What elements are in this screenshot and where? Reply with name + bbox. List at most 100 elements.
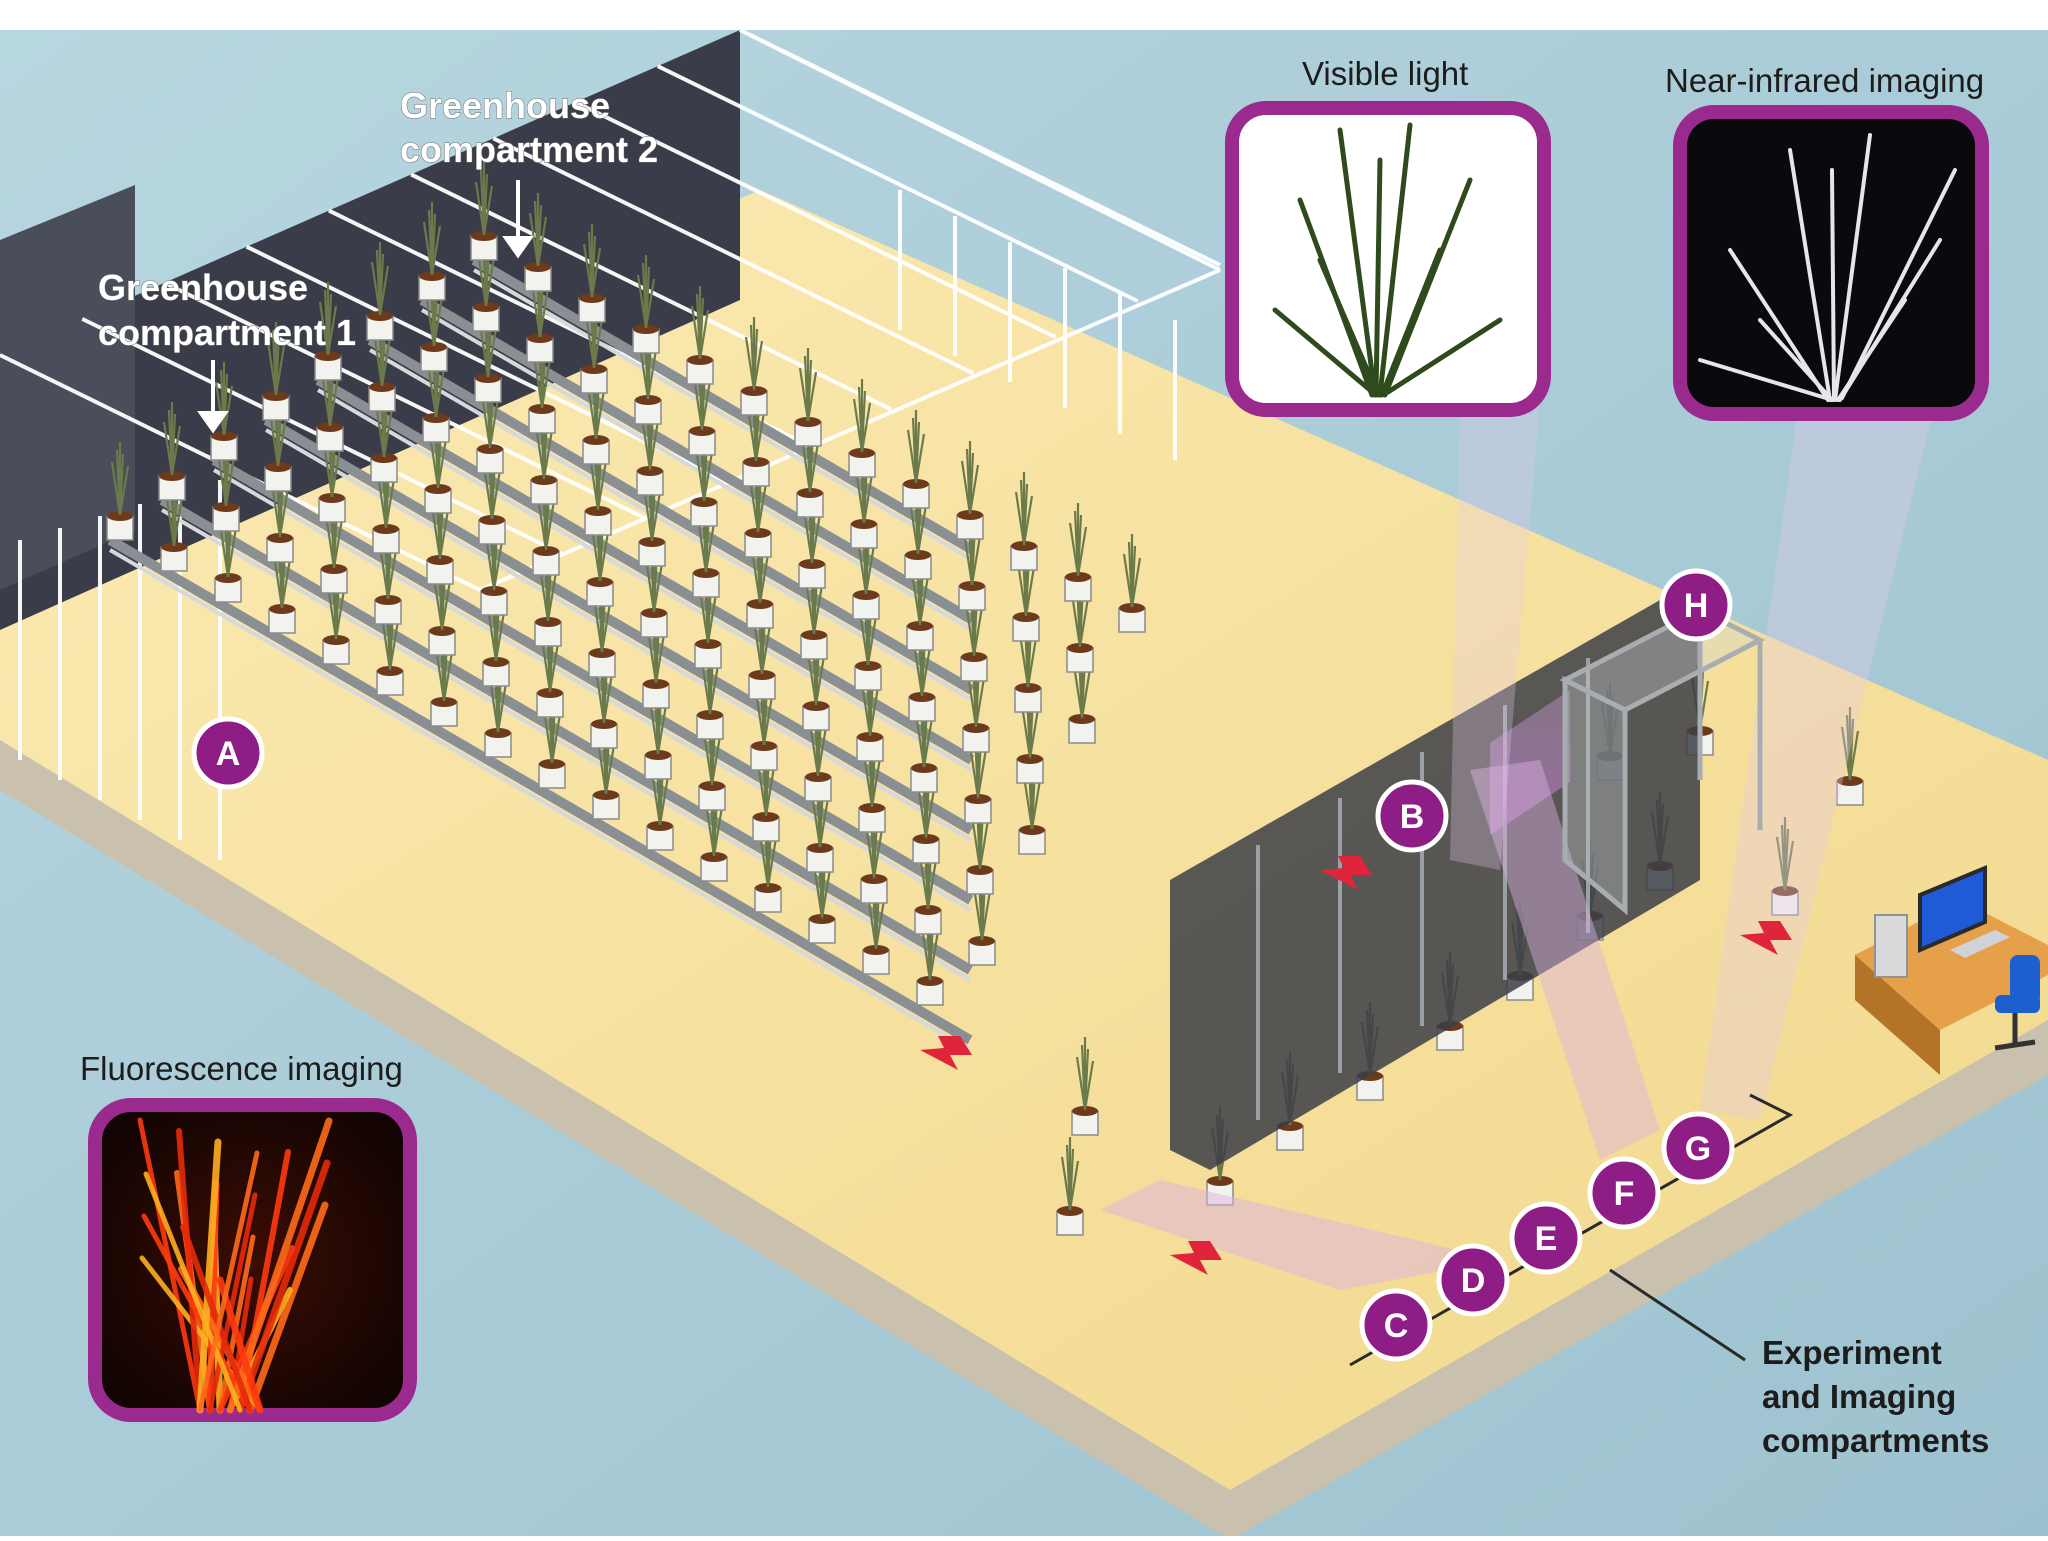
fluorescent-leaf xyxy=(236,1159,331,1414)
badge-h: H xyxy=(1659,568,1733,642)
fluorescence-label: Fluorescence imaging xyxy=(80,1050,403,1087)
bench-rail-edge xyxy=(212,468,972,912)
plant-pot-icon xyxy=(318,424,346,523)
desk-side xyxy=(1855,955,1940,1075)
plant-pot-icon xyxy=(808,845,836,944)
arrow-icon xyxy=(1320,856,1372,890)
fluorescence-inset: Fluorescence imaging xyxy=(80,1050,417,1422)
plant-pot-icon xyxy=(158,402,186,501)
badge-letter: F xyxy=(1614,1175,1635,1213)
bench-rail xyxy=(471,255,976,555)
fluorescent-leaf xyxy=(180,1224,253,1413)
visible-light-label: Visible light xyxy=(1302,55,1468,92)
location-badges: A B C D E F G H xyxy=(191,568,1735,1362)
fluorescent-leaf xyxy=(176,1128,203,1413)
plant-pot-icon xyxy=(1016,685,1044,784)
leaf xyxy=(1758,318,1834,402)
roof-rib xyxy=(574,100,1057,340)
leaf xyxy=(1840,168,1957,400)
leaf xyxy=(1385,317,1503,395)
compartment-pointers xyxy=(197,180,534,434)
leaf xyxy=(1317,257,1381,398)
bench-rail-edge xyxy=(160,508,972,982)
plant-pot-icon xyxy=(912,765,940,864)
badge-letter: H xyxy=(1684,587,1709,625)
plant-pot-icon xyxy=(584,437,612,536)
plant-benches xyxy=(107,255,976,1052)
plant-pot-icon xyxy=(862,876,890,975)
plant-pot-icon xyxy=(470,162,498,261)
keyboard-icon xyxy=(1950,930,2010,958)
bench-rail xyxy=(159,495,973,975)
plant-pot-icon xyxy=(106,442,134,541)
flow-arrows xyxy=(920,856,1792,1275)
plant-pot-icon xyxy=(794,348,822,447)
light-beam-f xyxy=(1470,760,1660,1160)
plant-pot-icon xyxy=(960,583,988,682)
leaf xyxy=(1373,157,1383,398)
plant-pot-icon xyxy=(858,734,886,833)
plant-pot-icon xyxy=(700,783,728,882)
plant-pot-icon xyxy=(740,317,768,416)
workstation xyxy=(1855,865,2048,1075)
roof-edge xyxy=(739,28,1221,272)
leaf xyxy=(1833,133,1872,402)
leaf xyxy=(1698,358,1828,400)
computer-monitor-icon xyxy=(1918,865,1987,954)
leaf xyxy=(1788,148,1832,402)
plant-pot-icon xyxy=(1836,707,1864,806)
plant-pot-icon xyxy=(314,282,342,381)
badge-e: E xyxy=(1509,1201,1583,1275)
plant-pot-icon xyxy=(746,530,774,629)
badge-letter: E xyxy=(1535,1220,1558,1258)
plant-pot-icon xyxy=(524,193,552,292)
plant-pot-icon xyxy=(1010,472,1038,571)
leaf xyxy=(1830,168,1836,402)
visible-light-frame xyxy=(1225,101,1551,417)
plant-pot-icon xyxy=(698,712,726,811)
plant-pot-icon xyxy=(418,202,446,301)
bench-rail xyxy=(367,335,975,695)
near-infrared-inset: Near-infrared imaging xyxy=(1665,62,1989,421)
leaf xyxy=(1272,307,1373,393)
compartment-1-label-line1: Greenhouse xyxy=(98,267,308,308)
plant-pot-icon xyxy=(860,805,888,904)
experiment-label-line3: compartments xyxy=(1762,1422,1989,1459)
plant-pot-icon xyxy=(632,255,660,354)
leaf xyxy=(1379,247,1443,398)
badge-letter: G xyxy=(1685,1130,1711,1168)
badge-letter: D xyxy=(1461,1262,1486,1300)
compartment-2-label-line2: compartment 2 xyxy=(400,129,658,170)
plant-pot-icon xyxy=(1056,1137,1084,1236)
floor-edge xyxy=(0,740,2048,1540)
roof-ridge xyxy=(479,268,1221,592)
plant-pot-icon xyxy=(210,362,238,461)
bench-rail xyxy=(315,375,975,765)
bench-rail xyxy=(107,535,973,1045)
plant-pot-icon xyxy=(316,353,344,452)
plant-pot-icon xyxy=(482,588,510,687)
visible-light-inset: Visible light xyxy=(1225,55,1551,417)
bench-rail-edge xyxy=(108,548,972,1052)
plant-pot-icon xyxy=(374,526,402,625)
badge-letter: C xyxy=(1384,1307,1409,1345)
badge-a: A xyxy=(191,716,265,790)
top-margin xyxy=(0,0,2048,30)
near-infrared-label: Near-infrared imaging xyxy=(1665,62,1984,99)
plant-pot-icon xyxy=(1066,574,1094,673)
plant-pot-icon xyxy=(806,774,834,873)
experiment-label-line2: and Imaging xyxy=(1762,1378,1956,1415)
plant-pot-icon xyxy=(586,508,614,607)
fluorescent-leaf xyxy=(197,1150,260,1413)
badge-letter: B xyxy=(1400,798,1425,836)
experiment-label-line1: Experiment xyxy=(1762,1334,1942,1371)
fluorescence-plant-image xyxy=(137,1117,333,1414)
plant-pot-icon xyxy=(686,286,714,385)
plant-pot-icon xyxy=(322,566,350,665)
roof-rib xyxy=(656,64,1139,303)
plant-pot-icon xyxy=(914,836,942,935)
badge-g: G xyxy=(1661,1111,1735,1185)
bench-rail-edge xyxy=(420,308,974,632)
near-infrared-plant-image xyxy=(1698,133,1957,402)
